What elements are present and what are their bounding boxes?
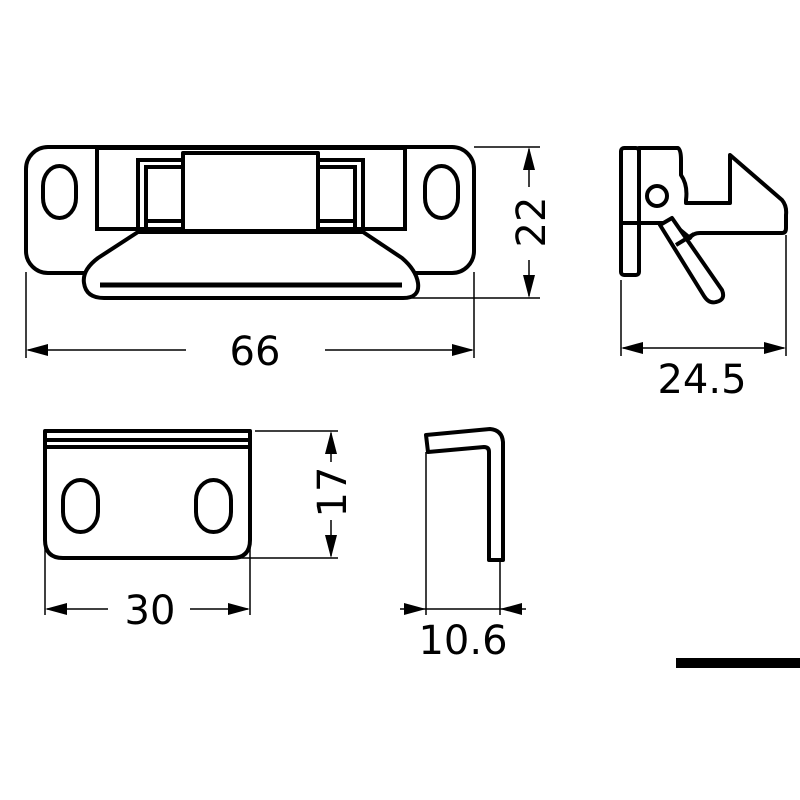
latch-front-view: 66 22	[24, 145, 555, 375]
mounting-slot-left	[41, 164, 78, 220]
strike-plate-profile	[424, 427, 505, 562]
pivot-pin	[645, 184, 669, 208]
latch-tongue	[81, 230, 421, 300]
strike-plate-front-view: 17 30	[43, 429, 356, 634]
dimension-height-latch: 22	[509, 197, 555, 248]
lever-arm	[658, 216, 726, 305]
dimension-depth-strike: 10.6	[418, 618, 507, 664]
dimension-width-latch: 66	[230, 329, 281, 375]
strike-slot-right	[194, 478, 233, 534]
latch-side-view: 24.5	[619, 146, 789, 403]
mounting-slot-right	[423, 164, 460, 220]
latch-body-profile	[637, 146, 789, 240]
bracket-arm-right	[318, 158, 365, 232]
dimension-height-strike: 17	[310, 467, 356, 518]
strike-slot-left	[61, 478, 100, 534]
dimension-width-strike: 30	[125, 588, 176, 634]
bracket-arm-left	[136, 158, 183, 232]
latch-barrel	[181, 151, 320, 233]
dimension-depth-latch: 24.5	[657, 357, 746, 403]
strike-plate-side-view: 10.6	[400, 427, 526, 664]
side-base-plate	[619, 146, 641, 277]
scale-bar	[676, 658, 800, 668]
